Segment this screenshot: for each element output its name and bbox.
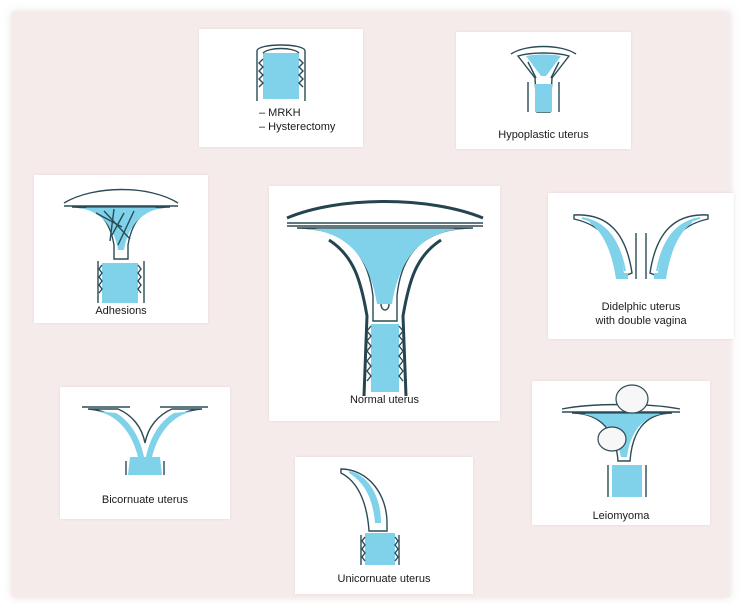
panel-hypoplastic: Hypoplastic uterus xyxy=(456,32,631,149)
mrkh-label-1: – MRKH xyxy=(259,106,363,120)
hypoplastic-label: Hypoplastic uterus xyxy=(456,128,631,142)
panel-adhesions: Adhesions xyxy=(34,175,208,323)
panel-mrkh: – MRKH – Hysterectomy xyxy=(199,29,363,147)
panel-bicornuate: Bicornuate uterus xyxy=(60,387,230,519)
leiomyoma-label: Leiomyoma xyxy=(532,509,710,523)
leiomyoma-illustration xyxy=(532,381,710,525)
didelphic-label-2: with double vagina xyxy=(548,314,734,328)
panel-normal: Normal uterus xyxy=(269,186,500,421)
unicornuate-label: Unicornuate uterus xyxy=(295,572,473,586)
bicornuate-label: Bicornuate uterus xyxy=(60,493,230,507)
adhesions-illustration xyxy=(34,175,208,323)
adhesions-label: Adhesions xyxy=(34,304,208,318)
normal-label: Normal uterus xyxy=(269,393,500,407)
mrkh-label-2: – Hysterectomy xyxy=(259,120,363,134)
panel-didelphic: Didelphic uterus with double vagina xyxy=(548,193,734,339)
panel-unicornuate: Unicornuate uterus xyxy=(295,457,473,594)
didelphic-label-1: Didelphic uterus xyxy=(548,300,734,314)
normal-illustration xyxy=(269,186,500,421)
panel-leiomyoma: Leiomyoma xyxy=(532,381,710,525)
